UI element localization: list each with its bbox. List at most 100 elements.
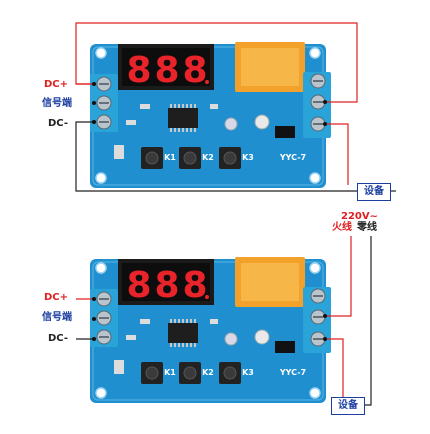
top-chip-pin (182, 104, 184, 108)
bottom-chip-pin (174, 319, 176, 323)
top-display-window (122, 48, 210, 86)
top-wire-dcminus (75, 121, 357, 192)
bottom-chip-pin (190, 319, 192, 323)
top-display-digit: 8 (182, 50, 207, 91)
top-terminal-dot (92, 120, 96, 124)
top-jumper (275, 126, 295, 138)
bottom-wire-live (325, 236, 352, 317)
bottom-chip-pin (178, 319, 180, 323)
live-wire-label: 火线 (332, 222, 352, 233)
top-smd (210, 104, 218, 109)
top-chip-pin (178, 128, 180, 132)
top-dc-plus-label: DC+ (44, 79, 69, 90)
bottom-mount-hole (95, 262, 107, 274)
top-smd (126, 120, 136, 125)
top-display-dot (205, 80, 209, 84)
top-display-digit: 8 (154, 50, 179, 91)
bottom-button-label: K2 (202, 368, 214, 377)
bottom-dc-minus-label: DC- (48, 333, 69, 344)
top-relay-top (241, 48, 299, 86)
top-mount-hole (309, 172, 321, 184)
top-chip-pin (178, 104, 180, 108)
top-chip-pin (186, 128, 188, 132)
top-smd (140, 104, 150, 109)
bottom-relay-top (241, 263, 299, 301)
top-terminal-dot (323, 122, 327, 126)
bottom-button-label: K1 (164, 368, 176, 377)
bottom-button-cap (145, 366, 159, 380)
bottom-chip-pin (170, 319, 172, 323)
top-button-cap (223, 151, 237, 165)
bottom-chip-pin (182, 343, 184, 347)
bottom-mount-hole (95, 387, 107, 399)
top-button-cap (145, 151, 159, 165)
top-mount-hole (95, 47, 107, 59)
neutral-wire-label: 零线 (357, 222, 377, 233)
bottom-terminal-dot (323, 314, 327, 318)
bottom-wire-device-red (325, 338, 344, 399)
top-mount-hole (95, 172, 107, 184)
bottom-chip (168, 323, 198, 343)
bottom-chip-pin (190, 343, 192, 347)
bottom-chip-pin (178, 343, 180, 347)
top-chip (168, 108, 198, 128)
bottom-display-digit: 8 (154, 265, 179, 306)
bottom-terminal-dot (92, 297, 96, 301)
top-chip-pin (174, 128, 176, 132)
top-led-pad (224, 117, 238, 131)
bottom-mount-hole (309, 387, 321, 399)
top-chip-pin (190, 128, 192, 132)
bottom-terminal-dot (92, 317, 96, 321)
voltage-label: 220V~ (341, 211, 378, 222)
bottom-display-window (122, 263, 210, 301)
bottom-smd (126, 335, 136, 340)
top-display-digit: 8 (126, 50, 151, 91)
bottom-jumper (275, 341, 295, 353)
bottom-display-dot (205, 295, 209, 299)
top-chip-pin (182, 128, 184, 132)
top-chip-pin (194, 128, 196, 132)
top-chip-pin (190, 104, 192, 108)
top-button-label: K1 (164, 153, 176, 162)
bottom-led-pad (224, 332, 238, 346)
bottom-chip-pin (174, 343, 176, 347)
bottom-dc-plus-label: DC+ (44, 292, 69, 303)
bottom-button-label: K3 (242, 368, 254, 377)
top-board-tag: YYC-7 (279, 153, 306, 162)
bottom-device-box: 设备 (331, 397, 365, 415)
bottom-chip-pin (170, 343, 172, 347)
top-chip-pin (174, 104, 176, 108)
bottom-terminal-dot (92, 337, 96, 341)
top-chip-pin (170, 104, 172, 108)
bottom-chip-pin (186, 343, 188, 347)
bottom-board-tag: YYC-7 (279, 368, 306, 377)
top-button-label: K2 (202, 153, 214, 162)
top-chip-pin (186, 104, 188, 108)
top-button-label: K3 (242, 153, 254, 162)
bottom-display-digit: 8 (126, 265, 151, 306)
bottom-led-indicator (114, 360, 124, 374)
bottom-signal-label: 信号端 (42, 312, 72, 323)
bottom-potentiometer (254, 329, 270, 345)
bottom-button-cap (223, 366, 237, 380)
top-button-cap (183, 151, 197, 165)
bottom-chip-pin (194, 319, 196, 323)
bottom-wire-neutral (363, 236, 372, 406)
bottom-button-cap (183, 366, 197, 380)
top-chip-pin (170, 128, 172, 132)
top-terminal-dot (323, 100, 327, 104)
bottom-terminal-dot (323, 337, 327, 341)
top-mount-hole (309, 47, 321, 59)
top-signal-label: 信号端 (42, 98, 72, 109)
top-terminal-dot (92, 101, 96, 105)
top-dc-minus-label: DC- (48, 118, 69, 129)
top-wire-device-red (325, 123, 349, 185)
bottom-mount-hole (309, 262, 321, 274)
top-device-box: 设备 (357, 183, 391, 201)
bottom-chip-pin (194, 343, 196, 347)
bottom-display-digit: 8 (182, 265, 207, 306)
